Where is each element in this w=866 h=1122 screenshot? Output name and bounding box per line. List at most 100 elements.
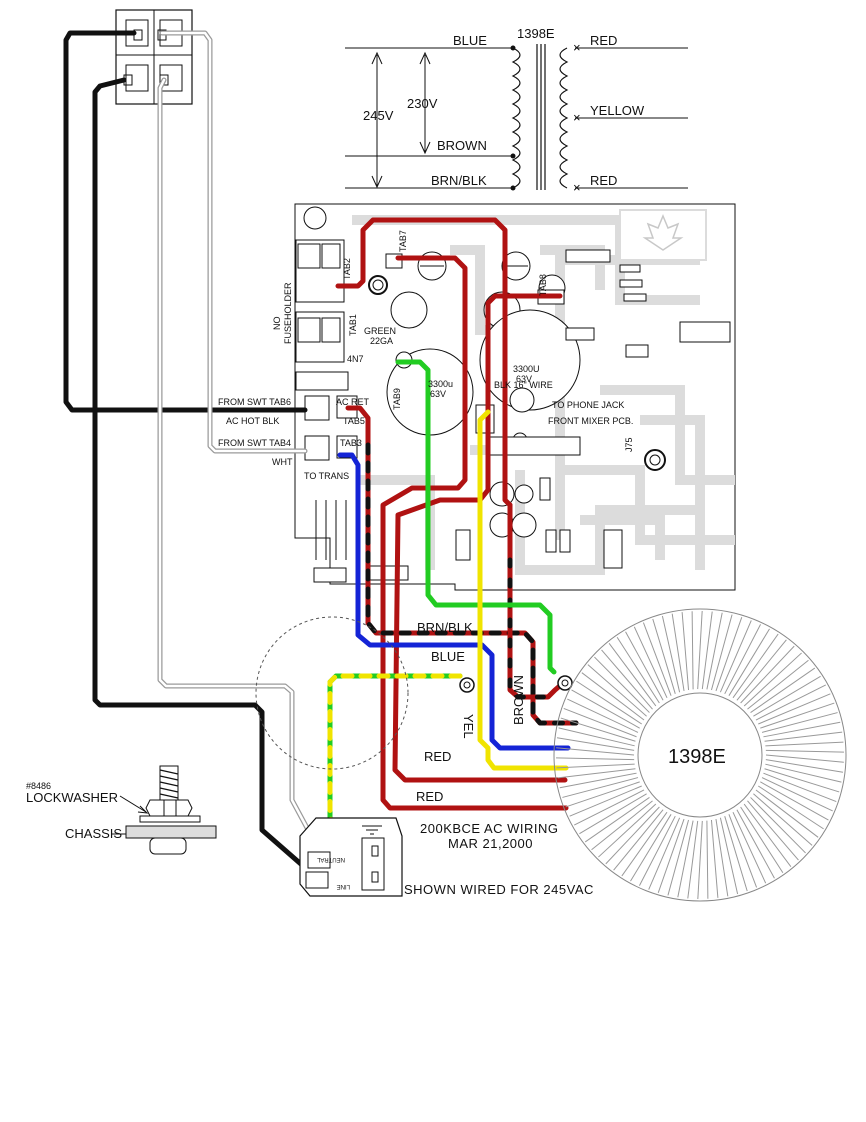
toroid-winding-line (753, 793, 813, 846)
toroid-winding-line (571, 689, 640, 729)
toroid-label: 1398E (668, 746, 726, 768)
toroid-winding-line (667, 819, 690, 896)
transformer-schematic: × × × 1398E BLUE BROWN BRN/BLK RED YELLO… (345, 26, 688, 195)
toroid-winding-line (761, 712, 838, 733)
no-fuseholder-label-2: FUSEHOLDER (283, 282, 293, 344)
toroid-winding-line (642, 622, 672, 696)
toroid-winding-line (732, 633, 779, 699)
tab3-label: TAB3 (340, 438, 362, 448)
wire-yellow (477, 409, 569, 771)
toroid-winding-line (760, 702, 835, 729)
j75-label: J75 (624, 437, 634, 452)
toroid-winding-line (701, 611, 713, 690)
wired-for-note: SHOWN WIRED FOR 245VAC (404, 882, 594, 897)
wire-red-label-1: RED (424, 749, 451, 764)
toroid-winding-line (765, 763, 842, 783)
tab1-label: TAB1 (348, 314, 358, 336)
toroid-winding-line (758, 785, 824, 830)
wire-switch-gray-bottom (157, 77, 323, 855)
toroid-winding-line (760, 781, 829, 821)
pcb-labels: NO FUSEHOLDER FROM SWT TAB6 AC HOT BLK F… (218, 230, 634, 481)
diagram-notes: 200KBCE AC WIRING MAR 21,2000 SHOWN WIRE… (404, 821, 594, 897)
toroid-winding-line (706, 612, 723, 690)
toroid-winding-line (579, 793, 647, 835)
toroid-winding-line (740, 806, 784, 874)
toroid-winding-line (608, 643, 657, 707)
toroid-winding-line (765, 759, 844, 773)
toroid-winding-line (728, 814, 758, 888)
no-fuseholder-label: NO (272, 317, 282, 331)
to-trans-label: TO TRANS (304, 471, 349, 481)
cap-left-voltage: 63V (430, 389, 446, 399)
lockwasher-label: LOCKWASHER (26, 790, 118, 805)
wire-brown (507, 502, 565, 700)
toroid-winding-line (671, 613, 685, 692)
front-mixer-label: FRONT MIXER PCB. (548, 416, 633, 426)
toroid-winding-line (761, 777, 833, 812)
hardware-part-no: #8486 (26, 781, 51, 791)
primary-winding (511, 47, 521, 189)
toroid-winding-line (657, 818, 685, 893)
cap-left-value: 3300u (428, 379, 453, 389)
toroid-winding-line (747, 800, 799, 861)
voltage-245-label: 245V (363, 108, 394, 123)
blk-wire-label: BLK 16" WIRE (494, 380, 553, 390)
part-4n7-label: 4N7 (347, 354, 364, 364)
diagram-title: 200KBCE AC WIRING (420, 821, 559, 836)
toroid-winding-line (652, 618, 676, 694)
toroid-winding-line (621, 811, 668, 877)
neutral-label: NEUTRAL (316, 856, 345, 862)
ac-ret-label: AC RET (336, 397, 370, 407)
toroid-winding-line (601, 649, 653, 710)
wire-switch-black-top (63, 30, 308, 413)
wire-red-tab8-toroid (392, 293, 568, 783)
toroid-winding-line (576, 680, 642, 725)
toroid-winding-line (764, 731, 843, 742)
toroid-winding-line (691, 611, 694, 690)
voltage-230-label: 230V (407, 96, 438, 111)
from-swt-tab4-label: FROM SWT TAB4 (218, 438, 291, 448)
toroid-winding-line (584, 797, 650, 843)
toroid-winding-line (719, 620, 752, 693)
pcb-logo-box (619, 209, 707, 261)
line-label: LINE (337, 883, 350, 889)
toroid-winding-line (616, 636, 660, 704)
secondary-winding (559, 47, 569, 189)
svg-text:×: × (573, 110, 581, 125)
wire-red-tab7-tab2 (335, 217, 513, 508)
svg-text:×: × (573, 180, 581, 195)
toroid-winding-line (724, 816, 748, 892)
maple-leaf-icon (642, 214, 684, 251)
toroid-winding-line (559, 772, 637, 789)
toroid-winding-line (556, 763, 635, 769)
toroid-winding-line (697, 820, 703, 900)
lead-red-top-label: RED (590, 33, 617, 48)
wire-red-label-2: RED (416, 789, 443, 804)
toroid-winding-line (743, 803, 792, 867)
toroid-winding-line (613, 809, 664, 871)
toroid-winding-line (736, 809, 775, 879)
toroid-winding-line (633, 626, 668, 699)
toroid-winding-line (753, 675, 821, 717)
tab8-label: TAB8 (538, 274, 548, 296)
toroid-winding-line (743, 652, 802, 707)
wire-blue (337, 452, 571, 751)
toroid-winding-line (569, 785, 642, 817)
toroid-winding-line (605, 806, 660, 865)
green-gauge-label: 22GA (370, 336, 393, 346)
wire-yel-label: YEL (461, 714, 476, 739)
lead-brown-label: BROWN (437, 138, 487, 153)
toroid-winding-line (562, 777, 639, 798)
toroid-winding-line (687, 820, 699, 899)
toroid-winding-line (681, 612, 690, 691)
toroid-winding-line (567, 698, 639, 733)
tab5-label: TAB5 (343, 416, 365, 426)
toroid-winding-line (598, 803, 657, 858)
toroid-transformer (553, 608, 847, 902)
toroid-winding-line (556, 757, 635, 761)
wire-brn-blk-label: BRN/BLK (417, 620, 473, 635)
toroid-winding-line (765, 749, 844, 753)
toroid-winding-line (758, 693, 831, 725)
diagram-date: MAR 21,2000 (448, 836, 533, 851)
